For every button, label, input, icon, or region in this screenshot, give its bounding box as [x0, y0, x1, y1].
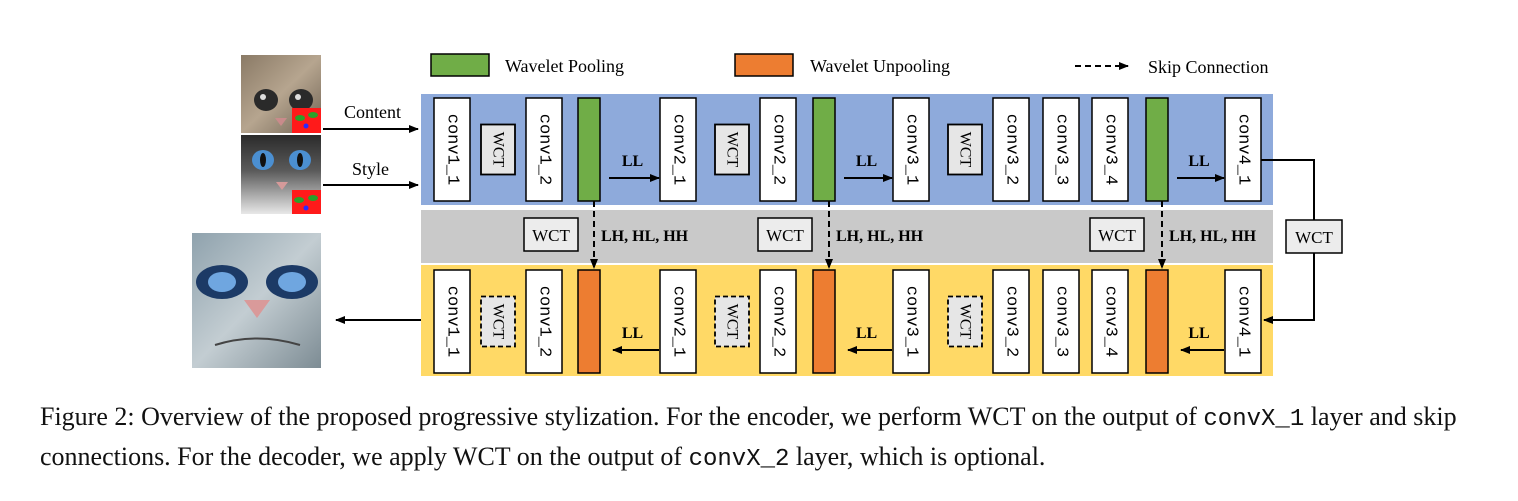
decoder-layer-label: conv3_3 [1052, 286, 1071, 357]
decoder-unpooling-block [1145, 269, 1169, 374]
encoder-layer-box [1091, 97, 1129, 202]
encoder-layer-label: conv3_1 [902, 114, 921, 185]
output-image [192, 233, 321, 368]
decoder-wct-box [714, 295, 750, 348]
decoder-layer-label: conv3_4 [1101, 286, 1120, 357]
encoder-ll-label: LL [1188, 153, 1209, 170]
encoder-wct-box [947, 123, 983, 176]
encoder-wct-box [714, 123, 750, 176]
encoder-layer-box [992, 97, 1030, 202]
legend-skip-label: Skip Connection [1148, 57, 1269, 77]
decoder-layer-box [759, 269, 797, 374]
decoder-unpooling-block [577, 269, 601, 374]
decoder-layer-box [892, 269, 930, 374]
bottleneck-line-up [1263, 253, 1315, 324]
bottleneck-line-down [1261, 159, 1315, 220]
encoder: conv1_1 conv1_2 conv2_1 conv2_2 conv3_1 conv3… [433, 97, 1262, 202]
skip-wct-box [1089, 217, 1145, 252]
decoder-layer-box [1091, 269, 1129, 374]
encoder-layer-box [759, 97, 797, 202]
encoder-layer-label: conv1_2 [535, 114, 554, 185]
legend: Wavelet Pooling Wavelet Unpooling Skip C… [430, 53, 1269, 77]
encoder-layer-label: conv3_3 [1052, 114, 1071, 185]
skip-subbands-label: LH, HL, HH [601, 228, 689, 245]
skip-subbands-label: LH, HL, HH [1169, 228, 1257, 245]
skip-wct-box [523, 217, 579, 252]
decoder-layer-label: conv1_2 [535, 286, 554, 357]
encoder-layer-label: conv2_2 [769, 114, 788, 185]
encoder-layer-box [1224, 97, 1262, 202]
decoder-layer-label: conv2_1 [669, 286, 688, 357]
style-image [241, 135, 321, 214]
style-label: Style [352, 159, 389, 179]
content-image [241, 55, 321, 133]
encoder-layer-box [433, 97, 471, 202]
decoder-layer-label: conv2_2 [769, 286, 788, 357]
decoder-layer-label: conv1_1 [443, 286, 462, 357]
encoder-layer-label: conv4_1 [1234, 114, 1253, 185]
decoder-wct-label: WCT [724, 304, 741, 340]
encoder-wct-label: WCT [490, 132, 507, 168]
encoder-layer-box [1042, 97, 1080, 202]
skip-subbands-label: LH, HL, HH [836, 228, 924, 245]
caption-code1: convX_1 [1203, 406, 1305, 433]
decoder-unpooling-block [812, 269, 836, 374]
encoder-layer-box [659, 97, 697, 202]
skip-wct-label: WCT [1098, 226, 1136, 245]
caption-part2: layer and skip connections. For the deco… [40, 402, 1457, 471]
diagram-canvas: Wavelet Pooling Wavelet Unpooling Skip C… [192, 53, 1343, 376]
decoder-layer-label: conv3_2 [1002, 286, 1021, 357]
decoder-ll-label: LL [1188, 325, 1209, 342]
encoder-wct-label: WCT [957, 132, 974, 168]
decoder: conv1_1 conv1_2 conv2_1 conv2_2 conv3_1 conv3… [433, 269, 1262, 374]
encoder-layer-label: conv2_1 [669, 114, 688, 185]
caption-part1: Figure 2: Overview of the proposed progr… [40, 402, 1204, 431]
decoder-layer-box [1042, 269, 1080, 374]
skip-connections: WCT LH, HL, HH WCT LH, HL, HH WCT LH, HL, HH [523, 201, 1257, 269]
legend-unpooling-swatch [734, 53, 794, 77]
encoder-pooling-block [577, 97, 601, 202]
encoder-ll-label: LL [622, 153, 643, 170]
encoder-pooling-block [1145, 97, 1169, 202]
bottleneck-wct-label: WCT [1295, 228, 1333, 247]
decoder-ll-label: LL [622, 325, 643, 342]
encoder-layer-label: conv3_4 [1101, 114, 1120, 185]
decoder-ll-label: LL [856, 325, 877, 342]
decoder-wct-label: WCT [490, 304, 507, 340]
skip-wct-box [757, 217, 813, 252]
content-mask [292, 108, 321, 133]
encoder-wct-box [480, 123, 516, 176]
skip-wct-label: WCT [532, 226, 570, 245]
encoder-layer-box [892, 97, 930, 202]
decoder-layer-box [659, 269, 697, 374]
decoder-layer-box [433, 269, 471, 374]
caption-code2: convX_2 [688, 446, 790, 473]
figure-caption: Figure 2: Overview of the proposed progr… [40, 398, 1500, 478]
decoder-layer-box [525, 269, 563, 374]
decoder-wct-box [480, 295, 516, 348]
encoder-band [421, 94, 1273, 205]
decoder-layer-box [1224, 269, 1262, 374]
bottleneck-wct-box [1285, 219, 1343, 254]
decoder-layer-label: conv4_1 [1234, 286, 1253, 357]
encoder-pooling-block [812, 97, 836, 202]
encoder-ll-label: LL [856, 153, 877, 170]
legend-pooling-label: Wavelet Pooling [505, 56, 624, 76]
decoder-wct-box [947, 295, 983, 348]
caption-part3: layer, which is optional. [789, 442, 1046, 471]
decoder-layer-label: conv3_1 [902, 286, 921, 357]
decoder-band [421, 265, 1273, 376]
encoder-layer-label: conv3_2 [1002, 114, 1021, 185]
skip-wct-label: WCT [766, 226, 804, 245]
content-label: Content [344, 102, 401, 122]
decoder-wct-label: WCT [957, 304, 974, 340]
legend-unpooling-label: Wavelet Unpooling [810, 56, 950, 76]
encoder-layer-box [525, 97, 563, 202]
encoder-layer-label: conv1_1 [443, 114, 462, 185]
legend-pooling-swatch [430, 53, 490, 77]
encoder-wct-label: WCT [724, 132, 741, 168]
decoder-layer-box [992, 269, 1030, 374]
